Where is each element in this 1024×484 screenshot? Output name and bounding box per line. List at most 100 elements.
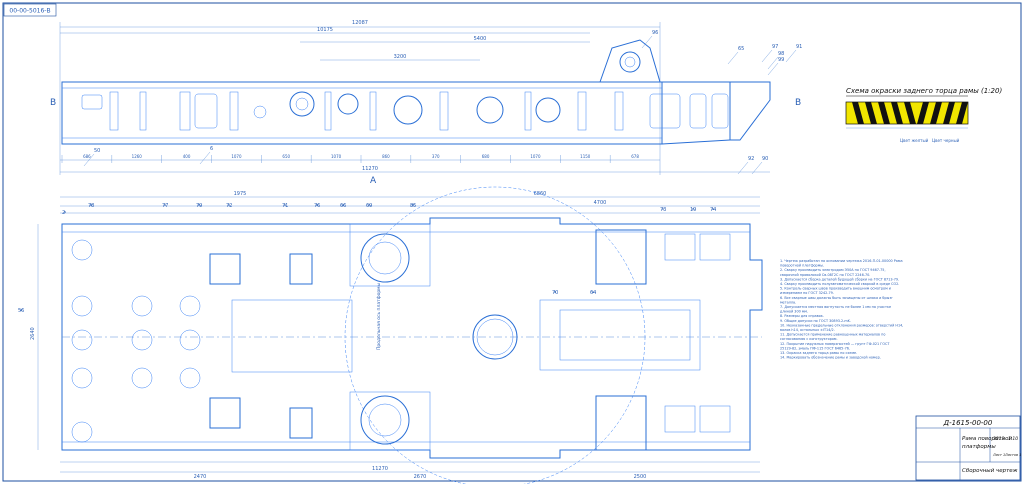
boss-top-inner (368, 241, 402, 275)
plan-dim-bottom-left: 2470 (194, 474, 207, 480)
window (689, 93, 707, 129)
box (699, 233, 731, 261)
callout-leader (751, 161, 763, 175)
rear-bottom-line (661, 139, 731, 145)
plan-outline (61, 217, 763, 459)
callout-number: 56 (18, 308, 24, 314)
section-label-right: В (795, 98, 801, 108)
mass: 3813 (993, 436, 1005, 442)
plan-dim-bottom-right: 2500 (634, 474, 647, 480)
box (699, 405, 731, 433)
slot (179, 91, 191, 131)
callout-leader (641, 35, 653, 49)
dim-span1: 10175 (317, 27, 333, 33)
box (664, 405, 696, 433)
hole-large (337, 93, 359, 115)
beam-holes (81, 91, 729, 131)
pad (209, 397, 241, 429)
chain-dim-label: 650 (282, 154, 290, 159)
window (194, 93, 218, 129)
pad (289, 253, 313, 285)
stripe-black (891, 102, 903, 124)
callout-leader (737, 161, 749, 175)
section-label-left: В (50, 98, 56, 108)
callout-dot (198, 204, 200, 206)
center-hole (472, 314, 518, 360)
box-bottom (595, 395, 647, 451)
pad (289, 407, 313, 439)
callout-dot (90, 204, 92, 206)
plan-axis-label: Продольная ось платформы (376, 282, 382, 350)
callout-leader (83, 153, 95, 167)
callout-number: 96 (652, 30, 658, 36)
stripe-black (917, 102, 929, 124)
chain-dim-label: 1260 (132, 154, 143, 159)
callout-number: 92 (748, 156, 754, 162)
box-top (595, 229, 647, 285)
callout-dot (164, 204, 166, 206)
tower-hole (619, 51, 641, 73)
slot (439, 91, 449, 131)
callout-dot (712, 208, 714, 210)
stripe-black (865, 102, 877, 124)
callout-number: 77 (162, 203, 168, 209)
callout-number: 91 (796, 44, 802, 50)
callout-leader (199, 151, 211, 165)
chain-dim-label: 1070 (530, 154, 541, 159)
callout-number: 73 (660, 207, 666, 213)
note-line: 9. Общие допуски по ГОСТ 30893.2-mK. (780, 319, 851, 323)
chain-dim-label: 680 (482, 154, 490, 159)
sheets-label: Листов 1 (1004, 453, 1021, 457)
tower-hole-inner (624, 56, 636, 68)
callout-leader (727, 51, 739, 65)
callout-number: 78 (88, 203, 94, 209)
note-line: 12. Покрытие наружных поверхностей — гру… (780, 342, 890, 346)
callout-dot (20, 309, 22, 311)
title-block: Д-1615-00-00 Рама поворотной платформы С… (915, 415, 1021, 481)
window (711, 93, 729, 129)
callout-number: 71 (282, 203, 288, 209)
callout-number: 69 (366, 203, 372, 209)
plan-dim-span-right: 4700 (594, 200, 607, 206)
callout-dot (412, 204, 414, 206)
callout-dot (316, 204, 318, 206)
legend-yellow: Цвет желтый (900, 138, 929, 143)
callout-leader (761, 49, 773, 63)
note-line: валов h14, остальных ±IT14/2. (780, 328, 835, 332)
chain-dim-label: 1150 (580, 154, 591, 159)
note-line: поворотной платформы. (780, 264, 824, 268)
chain-dim-label: 1070 (231, 154, 242, 159)
slot (229, 91, 239, 131)
hole (253, 105, 267, 119)
boss-bottom (360, 395, 410, 445)
callout-number: 6 (210, 146, 213, 152)
stripe-black (930, 102, 942, 124)
callout-number: 70 (552, 290, 558, 296)
dim-overall: 12087 (352, 20, 368, 26)
pad (209, 253, 241, 285)
slot (324, 91, 332, 131)
hole-large (476, 96, 504, 124)
note-line: измерением по ГОСТ 3242-79. (780, 291, 834, 295)
note-line: согласованию с конструктором. (780, 337, 838, 341)
right-plate (539, 299, 701, 371)
rear-end-cage (729, 81, 771, 141)
note-line: длиной 300 мм. (780, 310, 808, 314)
callout-number: 72 (226, 203, 232, 209)
hole-large-inner (295, 97, 309, 111)
hole-large (393, 95, 423, 125)
plan-dim-left: 2640 (30, 327, 36, 340)
title-block-frame (915, 415, 1021, 481)
callout-number: 66 (340, 203, 346, 209)
chain-dim-label: 1070 (331, 154, 342, 159)
center-hole-inner (476, 318, 514, 356)
paint-frame (845, 101, 969, 125)
chain-dim-label: 860 (382, 154, 390, 159)
boss-top-plate (349, 223, 431, 287)
corner-box (3, 3, 57, 17)
plan-dim-span-left: 1975 (234, 191, 247, 197)
paint-scheme: Схема окраски заднего торца рамы (1:20) … (845, 87, 1002, 143)
slot (81, 94, 103, 110)
